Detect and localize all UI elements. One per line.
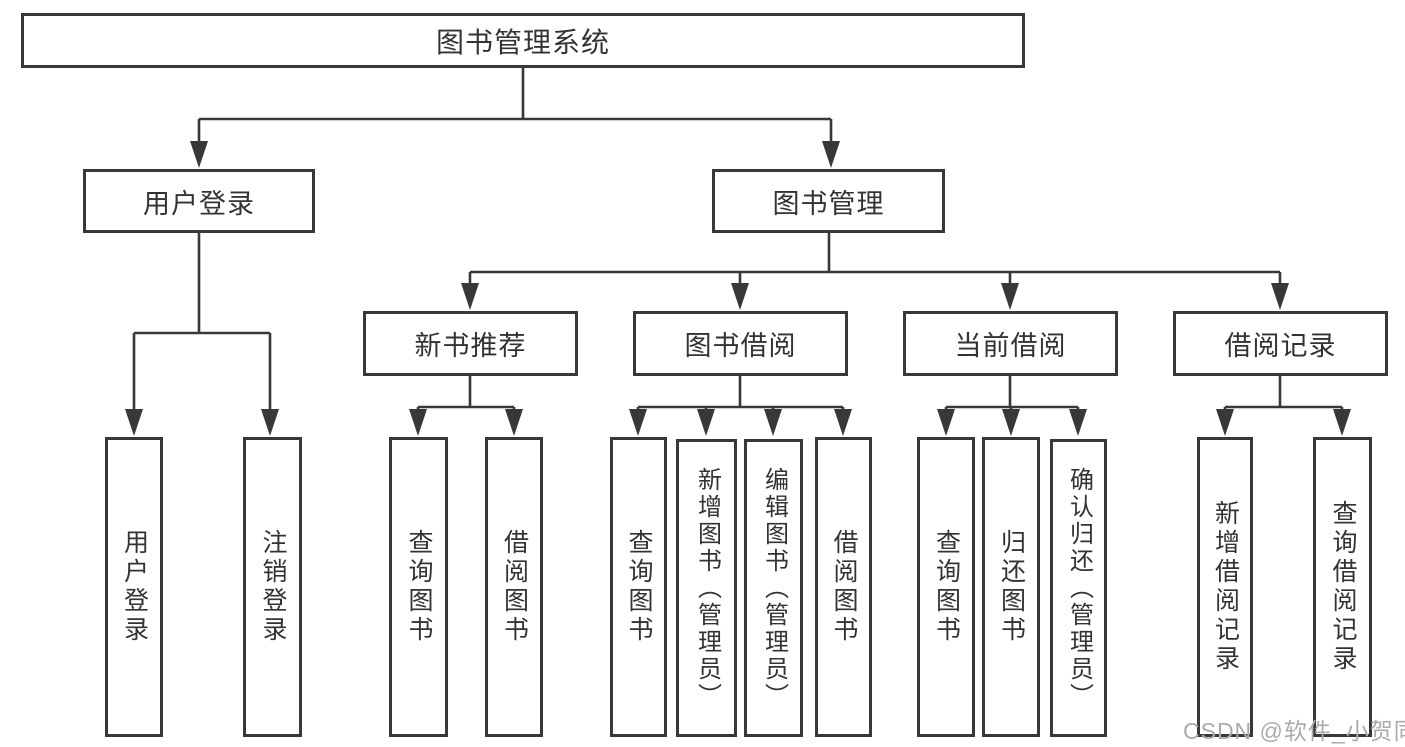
- node-label: 用户登录: [143, 188, 255, 219]
- node-records-add-record: 新增借阅记录: [1197, 437, 1253, 737]
- node-current-confirm-return-admin: 确认归还（管理员）: [1050, 439, 1107, 737]
- node-label: 用户登录: [120, 529, 149, 645]
- node-library-system: 图书管理系统: [21, 13, 1025, 68]
- node-label: 新书推荐: [414, 331, 527, 361]
- node-current-query-books: 查询图书: [917, 437, 975, 737]
- node-recommend-borrow-books: 借阅图书: [485, 437, 543, 737]
- node-user-login-action: 用户登录: [105, 437, 163, 737]
- node-label: 归还图书: [997, 529, 1026, 645]
- node-borrow-borrow-books: 借阅图书: [815, 437, 872, 737]
- node-user-login: 用户登录: [83, 169, 315, 233]
- node-records-query-record: 查询借阅记录: [1313, 437, 1372, 737]
- node-borrow-query-books: 查询图书: [610, 437, 667, 737]
- node-book-borrowing: 图书借阅: [633, 311, 848, 376]
- node-label: 查询图书: [625, 529, 653, 645]
- node-label: 查询图书: [932, 529, 961, 645]
- node-label: 注销登录: [259, 529, 287, 645]
- node-book-management: 图书管理: [712, 169, 945, 233]
- node-label: 查询图书: [405, 529, 433, 645]
- node-label: 图书借阅: [684, 331, 797, 361]
- node-logout: 注销登录: [243, 437, 302, 737]
- node-label: 确认归还（管理员）: [1065, 466, 1093, 710]
- csdn-watermark: CSDN @软件_小贺同学: [1183, 718, 1405, 744]
- node-label: 图书管理: [772, 188, 885, 219]
- node-label: 当前借阅: [954, 331, 1067, 361]
- node-current-return-books: 归还图书: [982, 437, 1040, 737]
- node-label: 图书管理系统: [435, 26, 610, 58]
- node-borrow-edit-books-admin: 编辑图书（管理员）: [744, 439, 803, 737]
- node-label: 借阅记录: [1224, 331, 1337, 361]
- node-label: 借阅图书: [500, 529, 529, 645]
- node-label: 编辑图书（管理员）: [760, 466, 788, 710]
- node-label: 借阅图书: [830, 529, 858, 645]
- node-current-borrowing: 当前借阅: [903, 311, 1118, 376]
- node-borrow-add-books-admin: 新增图书（管理员）: [676, 439, 737, 737]
- node-label: 查询借阅记录: [1329, 500, 1357, 674]
- node-label: 新增图书（管理员）: [693, 466, 721, 710]
- node-label: 新增借阅记录: [1211, 500, 1240, 674]
- node-recommend-query-books: 查询图书: [389, 437, 448, 737]
- node-new-book-recommend: 新书推荐: [363, 311, 578, 376]
- node-borrowing-records: 借阅记录: [1173, 311, 1388, 376]
